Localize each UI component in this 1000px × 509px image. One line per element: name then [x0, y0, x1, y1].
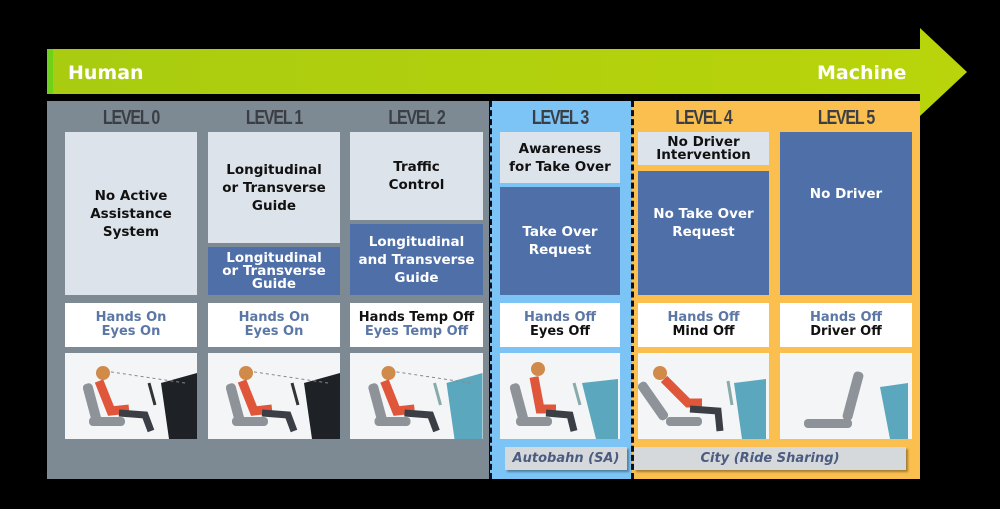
- level-1-driver-box: Longitudinal or Transverse Guide: [208, 132, 340, 243]
- level-2-driver-box: Traffic Control: [350, 132, 483, 220]
- divider: [489, 101, 492, 479]
- driver-status: Driver Off: [810, 324, 882, 339]
- driver-illustration-level-2: [350, 353, 483, 439]
- driver-illustration-level-1: [208, 353, 340, 439]
- city-tag: City (Ride Sharing): [634, 447, 906, 470]
- hands-status: Hands On: [238, 310, 310, 325]
- eyes-status: Eyes Temp Off: [364, 324, 469, 339]
- hands-status: Hands Off: [809, 310, 883, 325]
- level-4-driver-box: No Driver Intervention: [638, 132, 769, 165]
- driver-illustration-level-3: [500, 353, 620, 439]
- level-4-title: LEVEL 4: [675, 107, 732, 129]
- level-3-system-box: Take Over Request: [500, 187, 620, 295]
- level-1-title: LEVEL 1: [245, 107, 303, 129]
- level-2-system-box: Longitudinal and Transverse Guide: [350, 224, 483, 295]
- driver-illustration-level-0: [65, 353, 197, 439]
- passenger-illustration-level-4: [638, 353, 769, 439]
- hands-status: Hands On: [95, 310, 167, 325]
- hands-status: Hands Off: [523, 310, 597, 325]
- level-1-system-box: Longitudinal or Transverse Guide: [208, 247, 340, 295]
- empty-seat-illustration-level-5: [780, 353, 912, 439]
- hands-status: Hands Temp Off: [358, 310, 475, 325]
- level-0-driver-box: No Active Assistance System: [65, 132, 197, 295]
- level-0-title: LEVEL 0: [102, 107, 160, 129]
- level-5-system-box: No Driver: [780, 132, 912, 295]
- mind-status: Mind Off: [672, 324, 735, 339]
- eyes-status: Eyes On: [244, 324, 304, 339]
- divider: [631, 101, 634, 479]
- level-4-system-box: No Take Over Request: [638, 171, 769, 295]
- level-5-title: LEVEL 5: [817, 107, 875, 129]
- autobahn-tag: Autobahn (SA): [505, 447, 627, 470]
- eyes-status: Eyes Off: [529, 324, 591, 339]
- machine-label: Machine: [817, 62, 907, 84]
- human-label: Human: [68, 62, 144, 84]
- human-to-machine-arrow: [47, 28, 967, 116]
- eyes-status: Eyes On: [101, 324, 161, 339]
- level-3-driver-box: Awareness for Take Over: [500, 132, 620, 183]
- hands-status: Hands Off: [667, 310, 740, 325]
- level-3-title: LEVEL 3: [531, 107, 589, 129]
- level-2-title: LEVEL 2: [388, 107, 445, 129]
